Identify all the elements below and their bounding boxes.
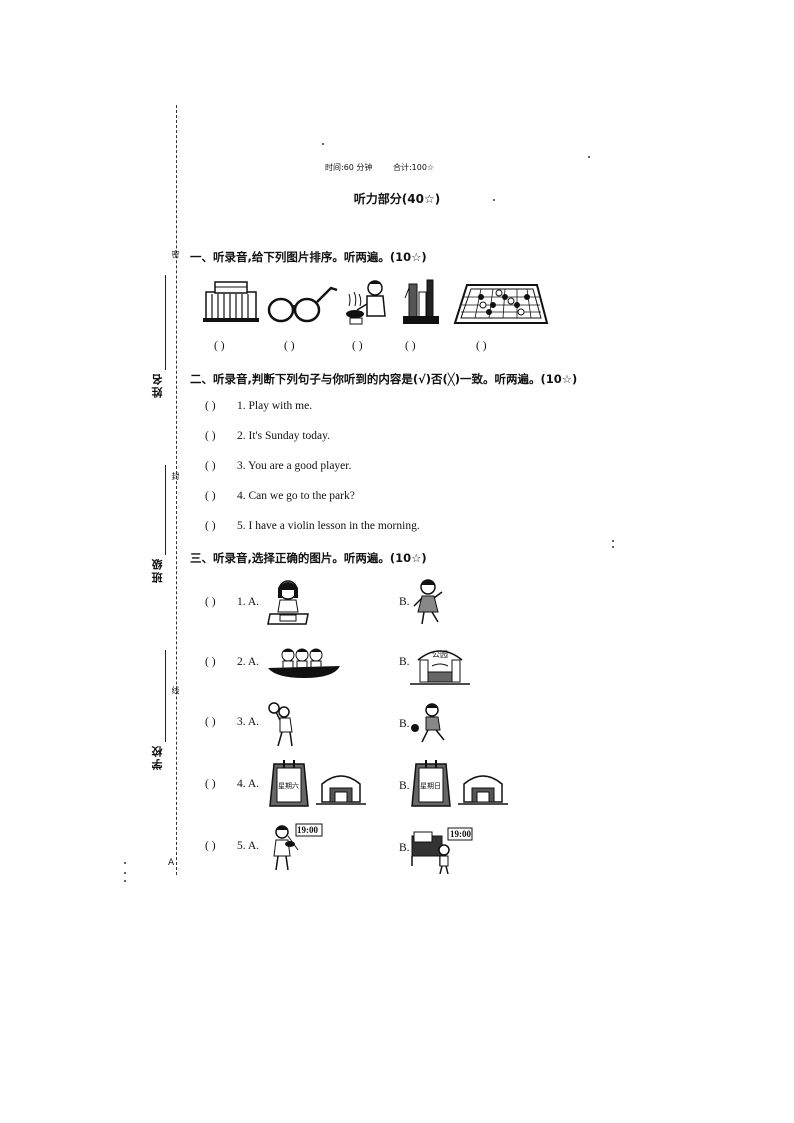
name-label: 姓名 — [151, 372, 164, 398]
answer-blank[interactable]: ( ) — [205, 840, 216, 852]
park-building-icon[interactable] — [458, 766, 508, 808]
park-gate-icon[interactable]: 公园 — [410, 642, 470, 688]
judge-item: ( )4. Can we go to the park? — [205, 490, 355, 502]
order-blank-4[interactable]: ( ) — [405, 340, 416, 352]
judge-item: ( )5. I have a violin lesson in the morn… — [205, 520, 420, 532]
name-field[interactable] — [165, 275, 166, 370]
girl-reading-icon[interactable] — [266, 578, 312, 626]
building-icon — [203, 281, 259, 322]
girl-dancing-icon[interactable] — [410, 578, 446, 628]
calendar-saturday-icon[interactable]: 星期六 — [268, 760, 309, 810]
class-field[interactable] — [165, 465, 166, 555]
page-title: 听力部分(40☆) — [353, 192, 441, 206]
boat-icon[interactable] — [268, 646, 340, 680]
choice-item-1: ( )1. A. — [205, 596, 260, 608]
choice-b-label: B. — [399, 656, 410, 668]
binding-line — [176, 105, 177, 875]
exam-time: 时间:60 分钟 — [325, 163, 373, 172]
choice-item-5: ( )5. A. — [205, 840, 260, 852]
order-blank-3[interactable]: ( ) — [352, 340, 363, 352]
answer-blank[interactable]: ( ) — [205, 716, 216, 728]
section1-heading: 一、听录音,给下列图片排序。听两遍。(10☆) — [190, 250, 427, 264]
clock-a-time: 19:00 — [297, 825, 318, 835]
city-icon — [403, 279, 439, 324]
school-label: 学校 — [151, 744, 164, 770]
choice-b-label: B. — [399, 718, 410, 730]
soccer-player-icon[interactable] — [410, 702, 450, 750]
answer-blank[interactable]: ( ) — [205, 656, 216, 668]
clock-b-time: 19:00 — [450, 829, 471, 839]
glasses-icon — [267, 286, 338, 323]
calendar-a-text: 星期六 — [278, 781, 299, 790]
answer-blank[interactable]: ( ) — [205, 520, 216, 532]
class-label: 班级 — [151, 557, 164, 583]
judge-item: ( )2. It's Sunday today. — [205, 430, 330, 442]
choice-b-label: B. — [399, 842, 410, 854]
judge-item: ( )3. You are a good player. — [205, 460, 352, 472]
school-field[interactable] — [165, 650, 166, 742]
choice-b-label: B. — [399, 596, 410, 608]
answer-blank[interactable]: ( ) — [205, 596, 216, 608]
seal-char-xian: 线 — [171, 686, 180, 694]
answer-blank[interactable]: ( ) — [205, 400, 216, 412]
order-blank-1[interactable]: ( ) — [214, 340, 225, 352]
park-sign-text: 公园 — [432, 650, 448, 659]
choice-item-3: ( )3. A. — [205, 716, 260, 728]
seal-char-feng: 封 — [171, 472, 180, 480]
judge-item: ( )1. Play with me. — [205, 400, 313, 412]
violin-player-icon[interactable] — [268, 822, 324, 872]
corner-mark: A — [168, 858, 175, 868]
choice-b-label: B. — [399, 780, 410, 792]
order-blank-2[interactable]: ( ) — [284, 340, 295, 352]
choice-item-4: ( )4. A. — [205, 778, 260, 790]
cooking-icon — [346, 280, 386, 325]
exam-meta: 时间:60 分钟 合计:100☆ — [325, 162, 452, 173]
section2-heading: 二、听录音,判断下列句子与你听到的内容是(√)否(╳)一致。听两遍。(10☆) — [190, 372, 578, 386]
answer-blank[interactable]: ( ) — [205, 490, 216, 502]
order-blank-5[interactable]: ( ) — [476, 340, 487, 352]
answer-blank[interactable]: ( ) — [205, 460, 216, 472]
piano-player-icon[interactable] — [410, 826, 474, 875]
calendar-sunday-icon[interactable]: 星期日 — [410, 760, 451, 810]
seal-char-mi: 密 — [171, 250, 180, 258]
answer-blank[interactable]: ( ) — [205, 778, 216, 790]
chess-board-icon — [453, 284, 549, 324]
section3-heading: 三、听录音,选择正确的图片。听两遍。(10☆) — [190, 551, 427, 565]
calendar-b-text: 星期日 — [420, 782, 441, 790]
basketball-player-icon[interactable] — [268, 700, 298, 748]
answer-blank[interactable]: ( ) — [205, 430, 216, 442]
choice-item-2: ( )2. A. — [205, 656, 260, 668]
exam-total: 合计:100☆ — [392, 163, 435, 172]
park-building-icon[interactable] — [316, 766, 366, 808]
